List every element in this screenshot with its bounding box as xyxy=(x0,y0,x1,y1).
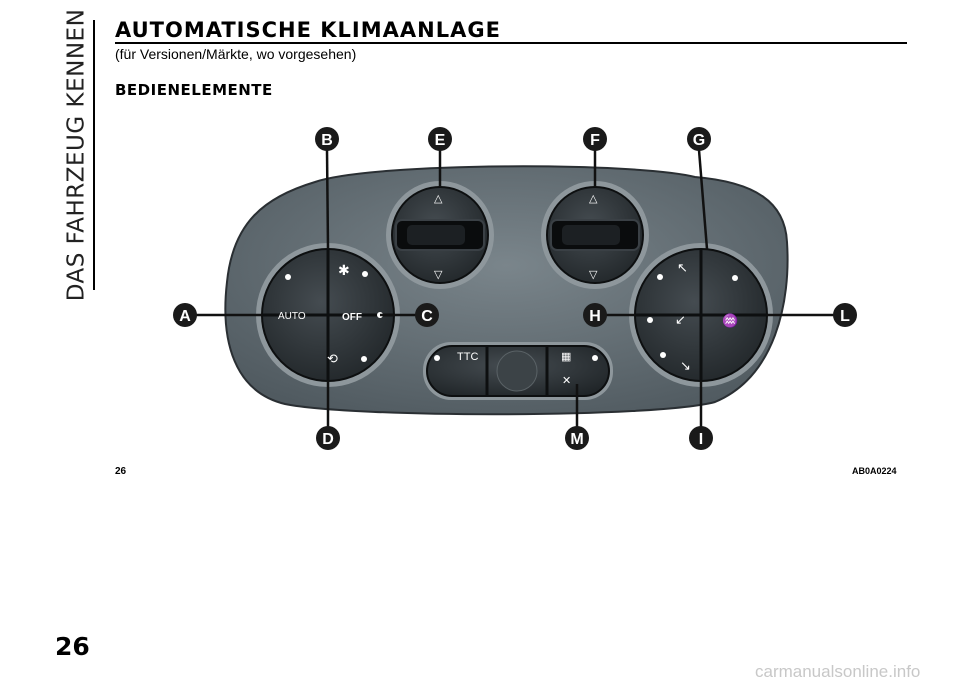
climate-control-illustration: ✱ AUTO OFF ⟲ △ ▽ △ ▽ ↖ ↙ ♒ ↘ xyxy=(173,127,857,450)
chapter-divider xyxy=(93,20,95,290)
chapter-title: DAS FAHRZEUG KENNEN xyxy=(63,8,90,302)
rear-defrost-icon[interactable]: ▦ xyxy=(561,351,571,363)
svg-text:B: B xyxy=(321,132,333,149)
svg-text:I: I xyxy=(699,431,703,448)
temperature-up-icon: △ xyxy=(434,193,443,205)
callout-a: A xyxy=(173,303,197,327)
figure-code: AB0A0224 xyxy=(852,466,897,476)
svg-text:E: E xyxy=(435,132,446,149)
ttc-button-label[interactable]: TTC xyxy=(457,351,478,363)
callout-lines xyxy=(185,149,835,428)
callout-i: I xyxy=(689,426,713,450)
callout-e: E xyxy=(428,127,452,151)
auto-button-label[interactable]: AUTO xyxy=(278,311,306,322)
left-temperature-dial[interactable]: △ ▽ xyxy=(386,181,494,289)
svg-text:A: A xyxy=(179,308,191,325)
air-distribution-head-icon: ↖ xyxy=(677,260,688,275)
air-distribution-body-icon: ↙ xyxy=(675,312,686,327)
left-control-knob[interactable]: ✱ AUTO OFF ⟲ xyxy=(256,243,400,387)
callout-d: D xyxy=(316,426,340,450)
page-number: 26 xyxy=(55,632,90,661)
callout-l: L xyxy=(833,303,857,327)
callout-b: B xyxy=(315,127,339,151)
air-distribution-feet-icon: ↘ xyxy=(680,358,691,373)
svg-text:G: G xyxy=(693,132,705,149)
fan-down-icon: ▽ xyxy=(589,269,598,281)
callout-c: C xyxy=(415,303,439,327)
callout-h: H xyxy=(583,303,607,327)
recirculation-icon: ⟲ xyxy=(327,351,338,366)
page-heading: AUTOMATISCHE KLIMAANLAGE xyxy=(115,18,501,42)
callout-f: F xyxy=(583,127,607,151)
svg-text:D: D xyxy=(322,431,334,448)
heading-rule xyxy=(115,42,907,44)
windshield-defrost-icon: ♒ xyxy=(722,313,738,328)
page-subheading: (für Versionen/Märkte, wo vorgesehen) xyxy=(115,46,357,62)
off-button-label[interactable]: OFF xyxy=(342,312,362,323)
svg-text:F: F xyxy=(590,132,600,149)
temperature-down-icon: ▽ xyxy=(434,269,443,281)
svg-text:L: L xyxy=(840,308,850,325)
fan-up-icon: △ xyxy=(589,193,598,205)
figure-number: 26 xyxy=(115,466,127,477)
lower-control-bar: TTC ▦ ✕ xyxy=(423,342,613,400)
section-title: BEDIENELEMENTE xyxy=(115,81,273,99)
callout-m: M xyxy=(565,426,589,450)
fan-speed-dial[interactable]: △ ▽ xyxy=(541,181,649,289)
watermark: carmanualsonline.info xyxy=(755,662,921,681)
speaker-grille xyxy=(496,350,538,392)
svg-text:M: M xyxy=(570,431,583,448)
callout-g: G xyxy=(687,127,711,151)
svg-text:C: C xyxy=(421,308,433,325)
snowflake-icon: ✱ xyxy=(338,262,350,278)
right-control-knob[interactable]: ↖ ↙ ♒ ↘ xyxy=(629,243,773,387)
dual-zone-icon[interactable]: ✕ xyxy=(562,375,571,387)
svg-text:H: H xyxy=(589,308,601,325)
